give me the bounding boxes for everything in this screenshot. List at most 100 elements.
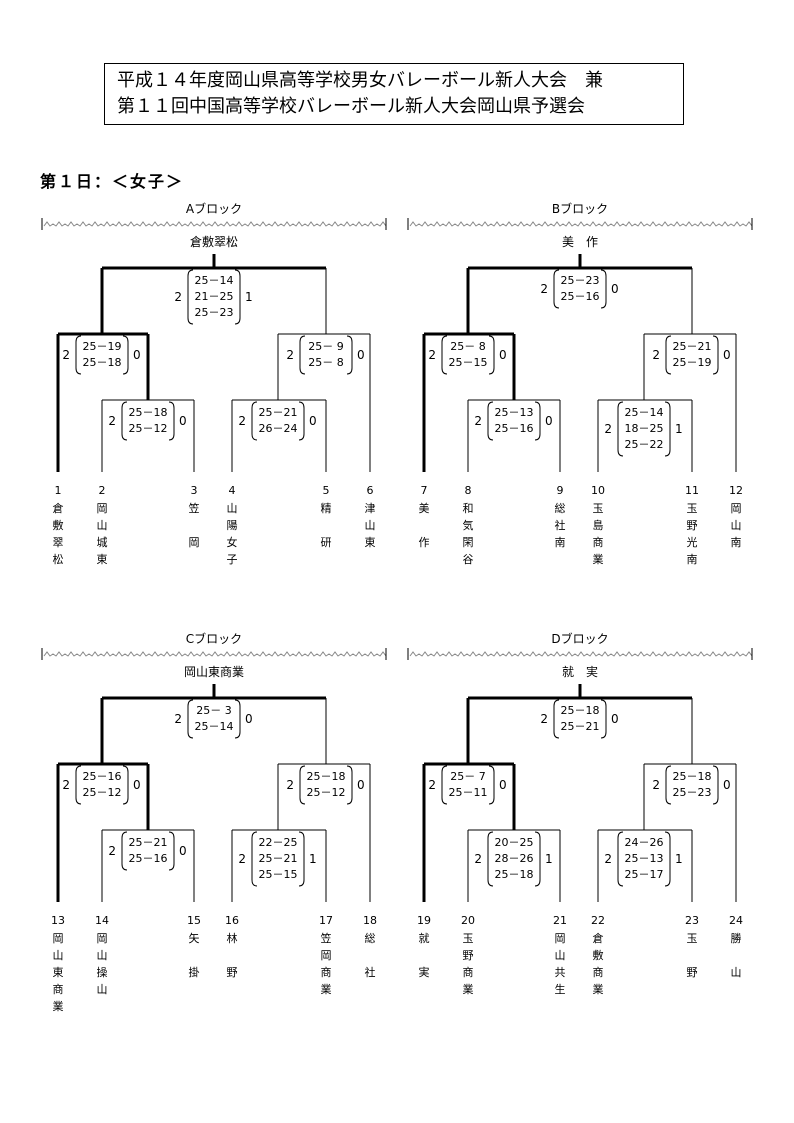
block-1-team-number: 10 xyxy=(591,484,605,497)
block-0-team-number: 6 xyxy=(367,484,374,497)
block-0-team-number: 2 xyxy=(99,484,106,497)
block-1-team-name-char: 南 xyxy=(555,536,566,549)
block-3-team-number: 24 xyxy=(729,914,743,927)
block-2-team-name-char: 矢 xyxy=(189,931,200,945)
block-2-qf-right-score-left-paren xyxy=(251,831,258,887)
block-2-team-name-char: 岡 xyxy=(321,949,332,962)
block-2-qf-right-score-set-score: 25－15 xyxy=(259,868,298,881)
block-2-semi-left-score-set-score: 25－12 xyxy=(83,786,122,799)
block-1-semi-right-score-right-sets-won: 0 xyxy=(723,348,731,362)
block-3-semi-right-score-set-score: 25－23 xyxy=(673,786,712,799)
block-2-team-name-char: 山 xyxy=(97,983,108,996)
block-1-qf-left-score-set-score: 25－13 xyxy=(495,406,534,419)
block-1-team-name-char: 南 xyxy=(731,536,742,549)
block-3-semi-left-score-left-sets-won: 2 xyxy=(428,778,436,792)
block-3-qf-left-score-right-paren xyxy=(534,831,541,887)
block-1-team-name-char: 和 xyxy=(463,502,474,515)
block-3-team-name-char: 商 xyxy=(463,965,474,979)
block-2-qf-left-score-right-paren xyxy=(168,831,175,871)
block-1-final-score-left-paren xyxy=(553,269,560,309)
block-0-team-name-char: 敷 xyxy=(53,518,64,532)
block-0-team-number: 3 xyxy=(191,484,198,497)
block-3-semi-right-score-right-paren xyxy=(712,765,719,805)
block-0-final-score-right-paren xyxy=(234,269,241,325)
block-2-team-name-char: 総 xyxy=(365,931,376,945)
block-0-semi-left-score-right-paren xyxy=(122,335,129,375)
block-1-team-name-char: 気 xyxy=(463,518,474,532)
block-1-team-name-char: 野 xyxy=(687,519,698,532)
block-1-team-number: 7 xyxy=(421,484,428,497)
block-2-team-number: 17 xyxy=(319,914,333,927)
block-0-team-name-char: 岡 xyxy=(189,536,200,549)
block-1-block-name: Bブロック xyxy=(552,201,608,216)
block-1-team-name-char: 商 xyxy=(593,535,604,549)
block-2-team-number: 14 xyxy=(95,914,109,927)
block-0-qf-left-score-left-sets-won: 2 xyxy=(108,414,116,428)
block-2-semi-right-score-right-paren xyxy=(346,765,353,805)
block-0-team-name-char: 山 xyxy=(365,519,376,532)
block-0-semi-left-score-left-paren xyxy=(75,335,82,375)
block-3-final-score-left-sets-won: 2 xyxy=(540,712,548,726)
block-2-qf-right-score-set-score: 25－21 xyxy=(259,852,298,865)
block-1-semi-left-score-set-score: 25－15 xyxy=(449,356,488,369)
block-2-team-name-char: 岡 xyxy=(97,932,108,945)
block-1-qf-right-score-right-sets-won: 1 xyxy=(675,422,683,436)
block-3-semi-right-score-left-paren xyxy=(665,765,672,805)
block-1-team-name-char: 山 xyxy=(731,519,742,532)
block-1-qf-left-score-left-paren xyxy=(487,401,494,441)
block-3-qf-right-score-set-score: 25－17 xyxy=(625,868,664,881)
block-3-team-number: 21 xyxy=(553,914,567,927)
block-1-semi-left-score-left-sets-won: 2 xyxy=(428,348,436,362)
block-2-team-number: 18 xyxy=(363,914,377,927)
block-3-qf-right-score-set-score: 24－26 xyxy=(625,836,664,849)
block-1-final-score-set-score: 25－23 xyxy=(561,274,600,287)
block-1-qf-left-score-left-sets-won: 2 xyxy=(474,414,482,428)
block-0-team-name-char: 津 xyxy=(365,502,376,515)
block-3-semi-left-score-left-paren xyxy=(441,765,448,805)
block-2-team-name-char: 林 xyxy=(227,931,238,945)
block-2-final-score-right-paren xyxy=(234,699,241,739)
block-1-team-name-char: 美 xyxy=(419,502,430,515)
block-0-winner-name: 倉敷翠松 xyxy=(190,234,238,249)
block-0-team-name-char: 陽 xyxy=(227,519,238,532)
block-3-qf-left-score-set-score: 20－25 xyxy=(495,836,534,849)
block-3-team-name-char: 商 xyxy=(593,965,604,979)
block-0-final-score-left-sets-won: 2 xyxy=(174,290,182,304)
block-3-qf-left-score-left-sets-won: 2 xyxy=(474,852,482,866)
block-3-qf-left-score-set-score: 25－18 xyxy=(495,868,534,881)
block-1-final-score-left-sets-won: 2 xyxy=(540,282,548,296)
block-3-final-score-right-paren xyxy=(600,699,607,739)
block-1-header-divider xyxy=(409,221,753,227)
block-3-final-score-set-score: 25－18 xyxy=(561,704,600,717)
block-0-semi-left-score-set-score: 25－18 xyxy=(83,356,122,369)
block-0-team-name-char: 山 xyxy=(227,502,238,515)
block-1-team-name-char: 作 xyxy=(419,536,430,549)
block-0-team-name-char: 岡 xyxy=(97,502,108,515)
block-0-qf-left-score-right-sets-won: 0 xyxy=(179,414,187,428)
block-1-final-score-right-sets-won: 0 xyxy=(611,282,619,296)
block-3-team-name-char: 野 xyxy=(463,949,474,962)
block-2-semi-right-score-right-sets-won: 0 xyxy=(357,778,365,792)
block-0-team-name-char: 倉 xyxy=(53,501,64,515)
block-3-team-name-char: 山 xyxy=(555,949,566,962)
block-3-qf-right-score-right-paren xyxy=(664,831,671,887)
block-0-team-name-char: 東 xyxy=(97,553,108,566)
block-2-final-score-set-score: 25－14 xyxy=(195,720,234,733)
tournament-title-box: 平成１４年度岡山県高等学校男女バレーボール新人大会 兼 第１１回中国高等学校バレ… xyxy=(104,63,684,125)
block-3-team-number: 23 xyxy=(685,914,699,927)
block-0-semi-left-score-left-sets-won: 2 xyxy=(62,348,70,362)
block-2-team-name-char: 業 xyxy=(321,983,332,996)
block-2-team-number: 13 xyxy=(51,914,65,927)
title-line-2: 第１１回中国高等学校バレーボール新人大会岡山県予選会 xyxy=(117,96,585,117)
block-3-qf-left-score-set-score: 28－26 xyxy=(495,852,534,865)
block-1-team-number: 8 xyxy=(465,484,472,497)
block-2-team-name-char: 業 xyxy=(53,1000,64,1013)
block-1-qf-left-score-right-paren xyxy=(534,401,541,441)
block-3-team-name-char: 岡 xyxy=(555,932,566,945)
block-3-team-name-char: 業 xyxy=(463,983,474,996)
block-3-semi-right-score-left-sets-won: 2 xyxy=(652,778,660,792)
block-3-qf-left-score-right-sets-won: 1 xyxy=(545,852,553,866)
block-0-semi-left-score-right-sets-won: 0 xyxy=(133,348,141,362)
block-1-semi-right-score-set-score: 25－19 xyxy=(673,356,712,369)
